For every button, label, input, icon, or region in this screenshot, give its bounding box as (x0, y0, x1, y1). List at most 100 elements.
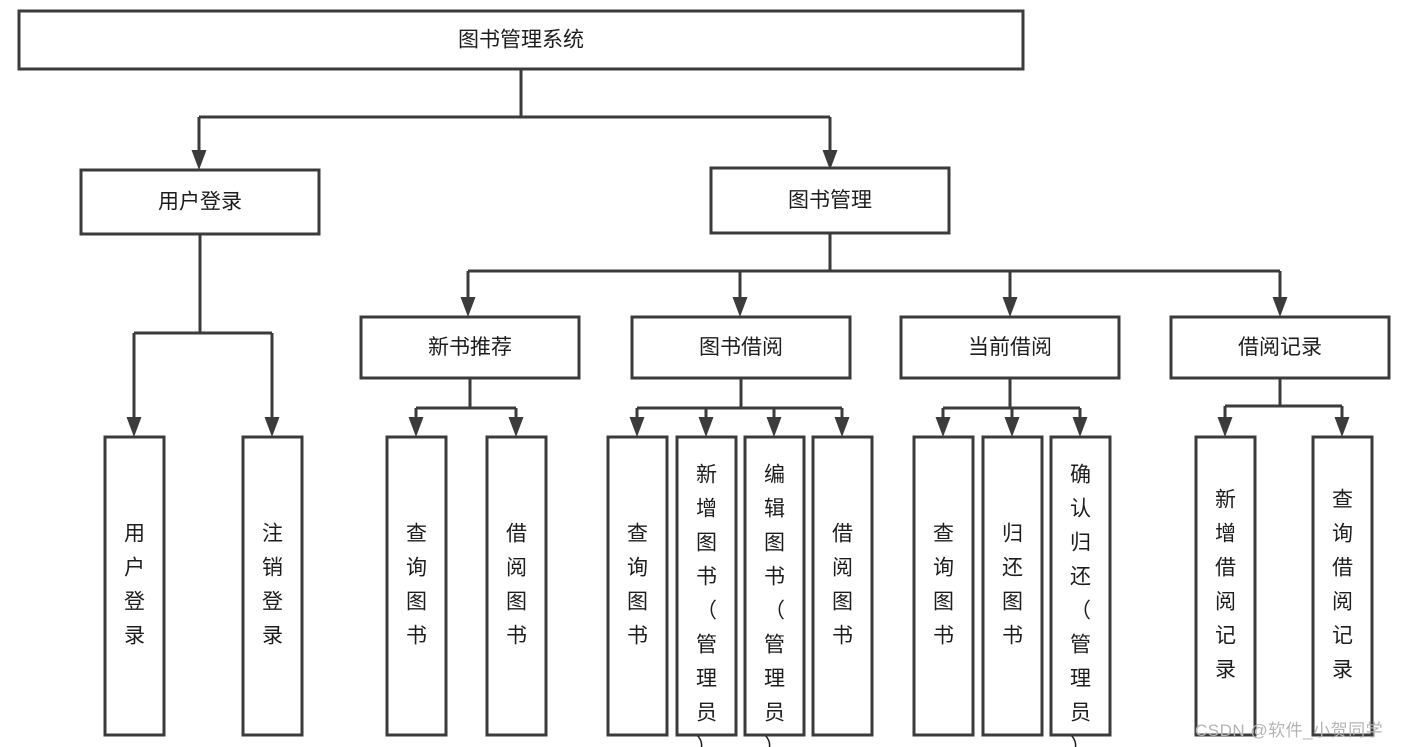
node-user-login[interactable]: 用户登录 (79, 168, 321, 236)
node-label-char: 书 (832, 625, 853, 648)
node-label-char: 书 (627, 625, 648, 648)
node-label-char: 用 (124, 523, 145, 546)
node-label-borrow-record: 借阅记录 (1238, 336, 1322, 359)
node-label-char: 管 (764, 634, 785, 657)
node-label-user-login: 用户登录 (158, 191, 242, 214)
connector-current-borrow-to-leaves (935, 378, 1088, 437)
arrow-head-icon (1072, 417, 1088, 437)
node-label-char: 确 (1070, 464, 1091, 487)
node-box-book-manage (709, 166, 951, 235)
node-label-char: 询 (933, 557, 954, 580)
arrow-head-icon (1217, 417, 1233, 437)
node-label-char: 销 (262, 557, 283, 580)
node-box-current-borrow (899, 315, 1121, 380)
node-label-char: 记 (1215, 625, 1236, 648)
node-box-leaf-add-book-admin (675, 435, 738, 737)
node-book-manage[interactable]: 图书管理 (709, 166, 951, 235)
node-label-char: 录 (262, 625, 283, 648)
node-label-char: 理 (764, 668, 785, 691)
node-label-current-borrow: 当前借阅 (968, 336, 1052, 359)
node-label-char: 书 (933, 625, 954, 648)
node-label-char: （ (696, 600, 717, 623)
arrow-head-icon (408, 417, 424, 437)
node-label-char: 借 (506, 523, 527, 546)
node-label-char: 书 (696, 566, 717, 589)
node-label-char: 理 (1070, 668, 1091, 691)
node-label-char: 查 (1332, 489, 1353, 512)
connector-borrow-record-to-leaves (1217, 378, 1350, 437)
node-label-char: ） (696, 736, 717, 747)
arrow-head-icon (1002, 297, 1018, 317)
node-label-char: 登 (262, 591, 283, 614)
node-label-char: 查 (933, 523, 954, 546)
node-label-char: 阅 (832, 557, 853, 580)
node-label-char: 书 (406, 625, 427, 648)
node-label-char: （ (764, 600, 785, 623)
node-label-char: 图 (832, 591, 853, 614)
node-label-char: 书 (764, 566, 785, 589)
node-label-char: 图 (406, 591, 427, 614)
node-label-char: 归 (1002, 523, 1023, 546)
node-box-leaf-confirm-return-admin (1049, 435, 1112, 737)
connector-root-to-level2 (191, 69, 838, 170)
node-label-char: 查 (406, 523, 427, 546)
node-label-char: 管 (1070, 634, 1091, 657)
node-box-new-book-recommend (359, 315, 581, 380)
arrow-head-icon (460, 297, 476, 317)
node-label-char: 还 (1070, 566, 1091, 589)
arrow-head-icon (698, 417, 714, 437)
node-layer: 图书管理系统用户登录图书管理新书推荐图书借阅当前借阅借阅记录用户登录注销登录查询… (17, 9, 1391, 747)
node-current-borrow[interactable]: 当前借阅 (899, 315, 1121, 380)
node-box-leaf-query-book-3 (912, 435, 975, 737)
node-leaf-user-login[interactable]: 用户登录 (103, 435, 166, 737)
node-label-char: 员 (764, 702, 785, 725)
connector-book-manage-to-level3 (460, 233, 1288, 317)
node-label-char: 图 (933, 591, 954, 614)
node-box-leaf-edit-book-admin (743, 435, 806, 737)
node-label-char: 户 (124, 557, 145, 580)
node-new-book-recommend[interactable]: 新书推荐 (359, 315, 581, 380)
node-box-root (17, 9, 1025, 71)
node-box-leaf-query-borrow-record (1311, 435, 1374, 737)
node-label-char: 书 (506, 625, 527, 648)
node-label-char: 增 (1215, 523, 1236, 546)
node-borrow-record[interactable]: 借阅记录 (1169, 315, 1391, 380)
node-label-char: 查 (627, 523, 648, 546)
node-box-leaf-add-borrow-record (1194, 435, 1257, 737)
arrow-head-icon (1272, 297, 1288, 317)
node-label-char: 管 (696, 634, 717, 657)
node-label-char: 登 (124, 591, 145, 614)
node-label-char: 书 (1002, 625, 1023, 648)
node-label-char: 阅 (506, 557, 527, 580)
node-label-char: 注 (262, 523, 283, 546)
arrow-head-icon (629, 417, 645, 437)
node-label-char: 归 (1070, 532, 1091, 555)
node-label-char: 借 (1332, 557, 1353, 580)
node-label-char: 借 (832, 523, 853, 546)
node-box-borrow-record (1169, 315, 1391, 380)
node-box-leaf-borrow-book-2 (811, 435, 874, 737)
node-box-leaf-user-login (103, 435, 166, 737)
node-box-leaf-query-book-2 (606, 435, 669, 737)
arrow-head-icon (1004, 417, 1020, 437)
node-label-char: 编 (764, 464, 785, 487)
node-root[interactable]: 图书管理系统 (17, 9, 1025, 71)
node-book-borrow[interactable]: 图书借阅 (630, 315, 852, 380)
node-label-char: 认 (1070, 498, 1091, 521)
connector-layer (126, 69, 1350, 437)
node-label-char: ） (764, 736, 785, 747)
